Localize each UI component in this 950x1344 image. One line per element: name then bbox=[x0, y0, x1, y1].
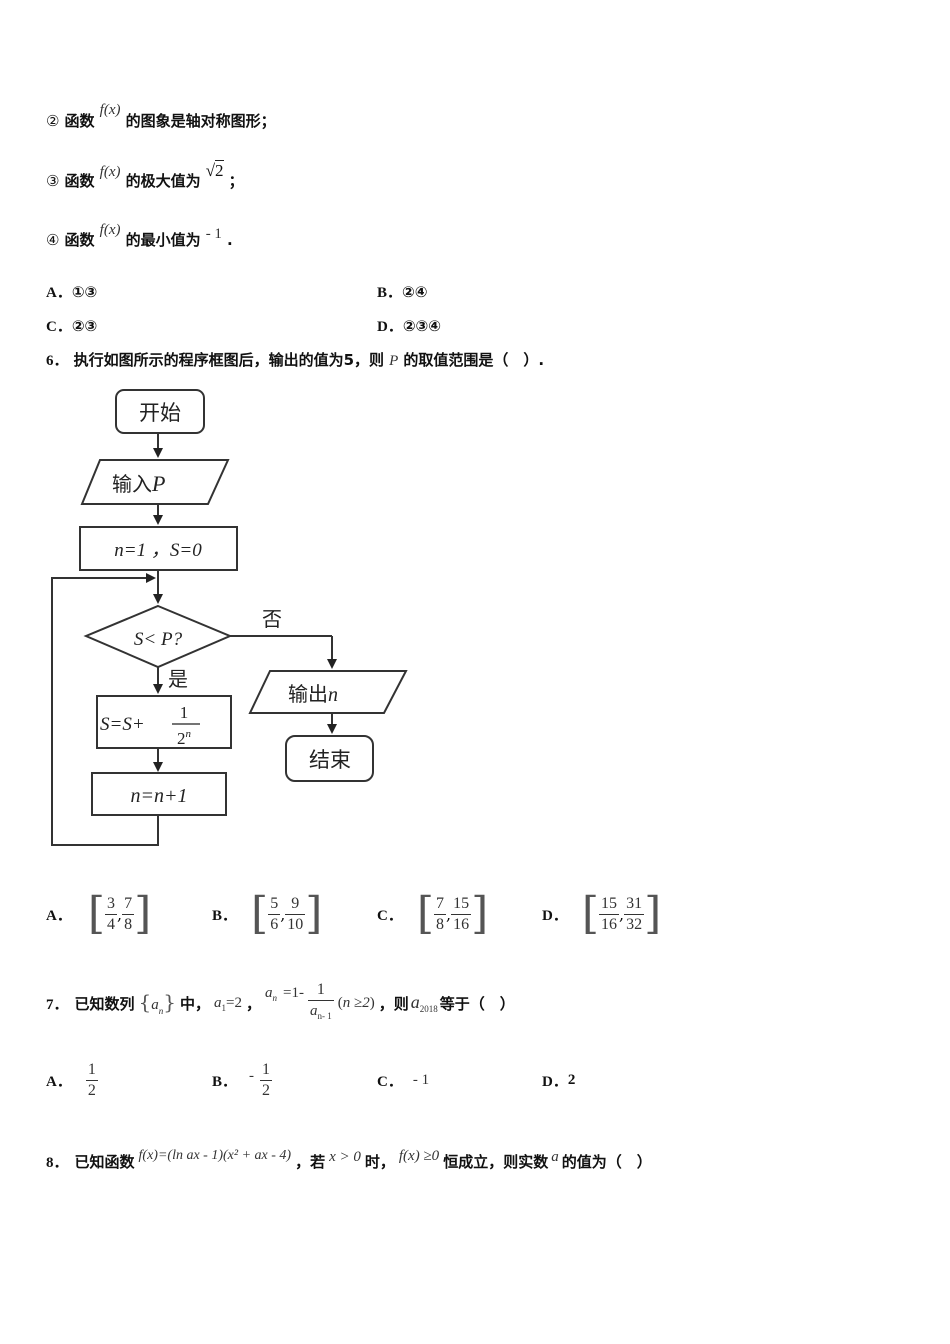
flowchart: 开始 输入P n=1 ，S=0 S< P? 否 是 S=S+ 1 2n n=n+… bbox=[51, 389, 408, 846]
item-text: 的极大值为 bbox=[125, 172, 201, 190]
min-value: - 1 bbox=[205, 226, 222, 242]
question-number: 7． bbox=[46, 996, 69, 1013]
flow-update-s-box bbox=[96, 695, 232, 749]
function-symbol: f(x) bbox=[99, 164, 121, 180]
item-text: 函数 bbox=[64, 112, 95, 130]
q8-stem: 8． 已知函数 f(x)=(ln ax - 1)(x² + ax - 4) ，若… bbox=[46, 1147, 652, 1171]
flow-frac-den: 2n bbox=[177, 728, 192, 748]
item-text: 函数 bbox=[64, 172, 95, 190]
q5-option-c[interactable]: C．②③ bbox=[46, 317, 98, 335]
q7-option-d[interactable]: D． 2 bbox=[542, 1071, 576, 1090]
target-term: a2018 bbox=[410, 991, 438, 1015]
domain-condition: x > 0 bbox=[329, 1148, 361, 1165]
flow-end-label: 结束 bbox=[309, 748, 351, 772]
flow-init-label: n=1 ，S=0 bbox=[114, 540, 202, 561]
flow-end-box bbox=[285, 735, 374, 782]
function-symbol: f(x) bbox=[99, 102, 121, 118]
question-text: 执行如图所示的程序框图后，输出的值为5，则 bbox=[73, 351, 385, 369]
flow-update-s-label: S=S+ bbox=[100, 714, 145, 735]
flow-output-label: 输出n bbox=[288, 682, 338, 706]
item-marker: ③ bbox=[46, 172, 60, 190]
variable-p: P bbox=[389, 353, 399, 369]
inequality: f(x) ≥0 bbox=[398, 1147, 440, 1164]
sqrt-value: √2 bbox=[205, 160, 224, 180]
flow-start-label: 开始 bbox=[139, 401, 181, 425]
question-number: 8． bbox=[46, 1154, 69, 1171]
item-marker: ④ bbox=[46, 231, 60, 249]
q7-option-c[interactable]: C． - 1 bbox=[377, 1071, 430, 1090]
a1-expression: a1=2 bbox=[214, 995, 242, 1014]
flow-start-box bbox=[115, 389, 205, 434]
question-number: 6． bbox=[46, 353, 69, 369]
flow-input-box bbox=[80, 459, 230, 505]
flow-no-label: 否 bbox=[262, 607, 282, 631]
flow-output-box bbox=[248, 670, 408, 714]
flow-cond-label: S< P? bbox=[134, 629, 183, 650]
function-symbol: f(x) bbox=[99, 222, 121, 238]
sequence-symbol: {an} bbox=[138, 990, 176, 1016]
flow-yes-label: 是 bbox=[168, 667, 188, 691]
q5-item-2: ② 函数 f(x) 的图象是轴对称图形； bbox=[46, 102, 276, 131]
flow-update-n-label: n=n+1 bbox=[131, 785, 188, 807]
item-text: 函数 bbox=[64, 231, 95, 249]
item-text: 的图象是轴对称图形； bbox=[125, 112, 276, 130]
q5-option-d[interactable]: D．②③④ bbox=[377, 317, 441, 335]
variable-a: a bbox=[551, 1148, 559, 1165]
question-text: 的取值范围是（ ）. bbox=[403, 351, 545, 369]
q5-option-a[interactable]: A．①③ bbox=[46, 283, 98, 301]
q6-stem: 6． 执行如图所示的程序框图后，输出的值为5，则 P 的取值范围是（ ）. bbox=[46, 349, 544, 370]
flow-frac-num: 1 bbox=[180, 703, 189, 722]
item-text: 的最小值为 bbox=[125, 231, 201, 249]
q5-item-4: ④ 函数 f(x) 的最小值为 - 1 . bbox=[46, 222, 233, 249]
item-marker: ② bbox=[46, 112, 60, 130]
q5-item-3: ③ 函数 f(x) 的极大值为 √2 ； bbox=[46, 160, 244, 190]
function-definition: f(x)=(ln ax - 1)(x² + ax - 4) bbox=[138, 1148, 292, 1163]
q5-option-b[interactable]: B．②④ bbox=[377, 283, 428, 301]
flow-input-label: 输入P bbox=[112, 471, 165, 496]
